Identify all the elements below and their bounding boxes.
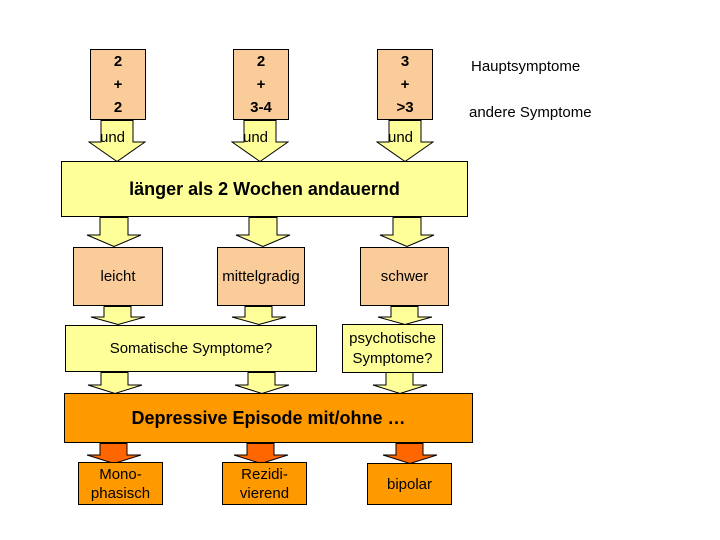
block-arrow-down-icon — [233, 443, 289, 464]
flow-arrow-severity-1 — [90, 306, 146, 325]
somatic-symptoms-box: Somatische Symptome? — [65, 325, 317, 372]
block-arrow-down-icon — [372, 372, 428, 394]
severity-box-mittelgradig: mittelgradig — [217, 247, 305, 306]
block-arrow-down-icon — [377, 306, 433, 325]
course-box-monophasisch: Mono- phasisch — [78, 462, 163, 505]
flow-arrow-course-3 — [382, 443, 438, 464]
criteria-box-1: 2 + 2 — [90, 49, 146, 120]
block-arrow-down-icon — [90, 306, 146, 325]
flow-arrow-duration-2 — [235, 217, 291, 247]
block-arrow-down-icon — [87, 372, 143, 394]
flow-arrow-course-1 — [86, 443, 142, 464]
flow-arrow-severity-2 — [231, 306, 287, 325]
flow-arrow-question-3 — [372, 372, 428, 394]
block-arrow-down-icon — [376, 120, 434, 162]
criteria-box-3: 3 + >3 — [377, 49, 433, 120]
und-arrow-2: und — [231, 120, 289, 162]
block-arrow-down-icon — [235, 217, 291, 247]
flow-arrow-duration-1 — [86, 217, 142, 247]
flow-arrow-question-1 — [87, 372, 143, 394]
block-arrow-down-icon — [88, 120, 146, 162]
und-label: und — [243, 129, 269, 146]
psychotic-symptoms-box: psychotische Symptome? — [342, 324, 443, 373]
block-arrow-down-icon — [234, 372, 290, 394]
course-box-bipolar: bipolar — [367, 463, 452, 505]
und-label: und — [388, 129, 414, 146]
flow-arrow-duration-3 — [379, 217, 435, 247]
duration-box: länger als 2 Wochen andauernd — [61, 161, 468, 217]
block-arrow-down-icon — [231, 306, 287, 325]
severity-box-leicht: leicht — [73, 247, 163, 306]
legend-hauptsymptome-label: Hauptsymptome — [471, 58, 581, 75]
course-box-rezidivierend: Rezidi- vierend — [222, 462, 307, 505]
flow-arrow-course-2 — [233, 443, 289, 464]
episode-box: Depressive Episode mit/ohne … — [64, 393, 473, 443]
block-arrow-down-icon — [86, 217, 142, 247]
und-label: und — [100, 129, 126, 146]
criteria-box-2: 2 + 3-4 — [233, 49, 289, 120]
flow-arrow-severity-3 — [377, 306, 433, 325]
und-arrow-1: und — [88, 120, 146, 162]
block-arrow-down-icon — [382, 443, 438, 464]
und-arrow-3: und — [376, 120, 434, 162]
block-arrow-down-icon — [231, 120, 289, 162]
flow-arrow-question-2 — [234, 372, 290, 394]
block-arrow-down-icon — [379, 217, 435, 247]
legend-andere-symptome-label: andere Symptome — [469, 104, 592, 121]
block-arrow-down-icon — [86, 443, 142, 464]
severity-box-schwer: schwer — [360, 247, 449, 306]
